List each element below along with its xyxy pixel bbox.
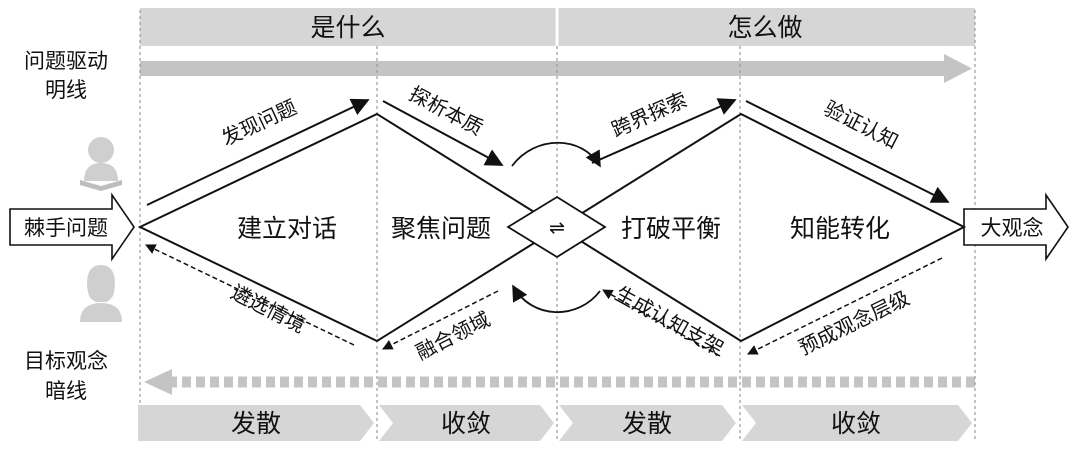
input-arrow: 棘手问题 [9,192,135,262]
center-diamond: ⇌ [506,195,607,259]
diamond-outline [137,112,967,343]
teacher-icon [80,265,122,322]
step-label: 跨界探索 [608,87,691,141]
loop-arrows [511,141,601,314]
stage-chevron [742,405,972,441]
implicit-line-label: 目标观念 [24,349,108,373]
phase-label: 打破平衡 [621,214,721,243]
explicit-line-label: 明线 [45,78,87,102]
output-label: 大观念 [981,216,1044,240]
stage-label: 发散 [231,409,281,438]
stage-chevron [379,405,554,441]
explicit-line-label: 问题驱动 [24,49,108,73]
input-label: 棘手问题 [24,216,108,240]
step-label: 发现问题 [218,95,301,151]
stage-chevron [138,405,374,441]
phase-label: 聚焦问题 [391,214,491,243]
how-label: 怎么做 [727,13,802,42]
step-label: 探析本质 [405,81,487,140]
bottom-band: 发散 收敛 发散 收敛 [138,405,972,441]
top-band: 是什么 怎么做 [140,8,975,46]
implicit-line-label: 暗线 [45,379,87,403]
implicit-line-arrow [144,369,975,395]
phase-label: 建立对话 [237,214,337,243]
upper-step-arrows [146,98,950,206]
explicit-line-arrow [140,54,972,83]
stage-label: 收敛 [831,409,881,438]
student-reading-icon [80,137,122,191]
exchange-icon: ⇌ [549,217,565,239]
phase-label: 知能转化 [790,214,890,243]
stage-label: 收敛 [441,409,491,438]
step-label: 融合领域 [412,307,494,365]
lower-step-arrows [145,244,943,357]
stage-label: 发散 [622,409,672,438]
output-arrow: 大观念 [963,192,1069,262]
stage-chevron [559,405,736,441]
what-label: 是什么 [310,13,385,42]
